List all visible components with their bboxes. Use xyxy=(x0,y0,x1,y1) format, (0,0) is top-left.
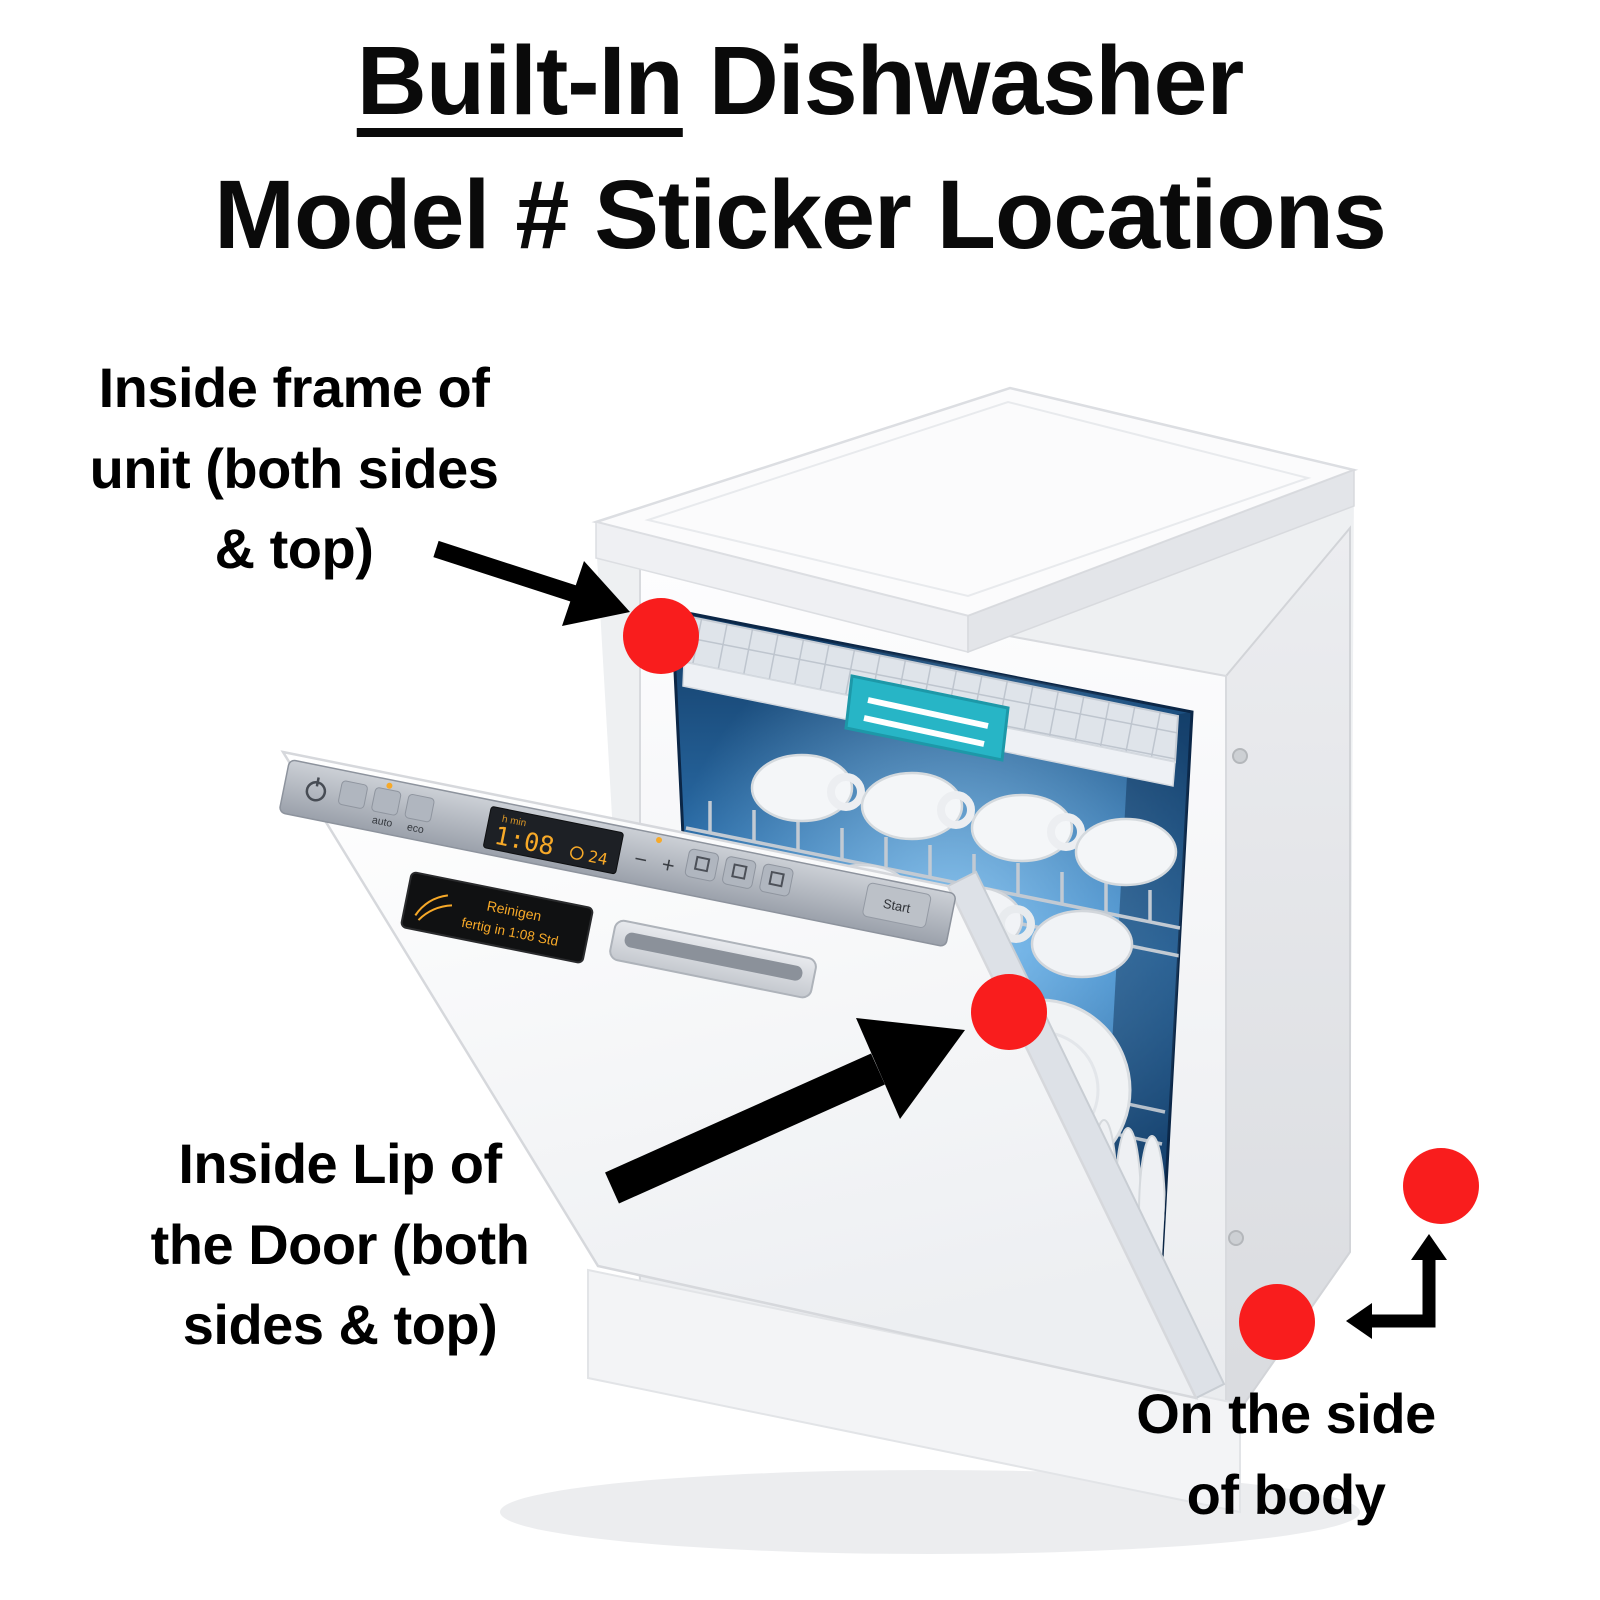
label-inside-door-lip: Inside Lip of the Door (both sides & top… xyxy=(60,1124,620,1366)
sticker-dot-body-side-lower xyxy=(1239,1284,1315,1360)
top-panel xyxy=(591,386,1359,654)
label-line: Inside Lip of xyxy=(178,1132,502,1195)
wash-icon xyxy=(414,894,453,921)
sticker-dot-door-lip xyxy=(971,974,1047,1050)
sticker-dot-inside-frame xyxy=(623,598,699,674)
title-line1-rest: Dishwasher xyxy=(682,26,1245,135)
arrow-to-body-side xyxy=(1346,1234,1447,1339)
label-side-of-body: On the side of body xyxy=(1030,1374,1542,1535)
label-line: unit (both sides xyxy=(89,436,499,500)
page-title: Built-In Dishwasher Model # Sticker Loca… xyxy=(0,14,1600,282)
label-line: Inside frame of xyxy=(98,356,490,419)
door-control-panel: auto eco h min 1:08 24 − + xyxy=(279,759,956,999)
panel-display: h min 1:08 24 xyxy=(483,806,624,875)
sticker-location-dots xyxy=(623,598,1479,1360)
label-inside-frame: Inside frame of unit (both sides & top) xyxy=(18,348,570,590)
indicator-led xyxy=(386,782,393,789)
eco-label: eco xyxy=(406,821,425,836)
program-buttons xyxy=(338,780,435,823)
title-line2: Model # Sticker Locations xyxy=(214,159,1387,269)
door-handle xyxy=(609,919,817,999)
sticker-dot-body-side-upper xyxy=(1403,1148,1479,1224)
label-line: sides & top) xyxy=(182,1293,498,1357)
label-line: of body xyxy=(1186,1462,1386,1526)
dishwasher-door: auto eco h min 1:08 24 − + xyxy=(279,750,1226,1400)
minus-button: − xyxy=(632,846,650,873)
callout-arrows xyxy=(433,540,1447,1339)
label-line: the Door (both xyxy=(150,1212,530,1276)
clock-icon xyxy=(570,846,584,860)
tray-handle-teal xyxy=(844,674,1010,762)
display-delay: 24 xyxy=(587,847,610,869)
plus-button: + xyxy=(660,851,678,878)
hinge-screws xyxy=(1228,748,1248,1246)
arrow-to-frame xyxy=(433,540,630,626)
title-line1: Built-In Dishwasher xyxy=(0,14,1600,148)
upper-cutlery-tray xyxy=(682,614,1180,787)
power-icon xyxy=(305,777,327,802)
arrow-to-door-lip xyxy=(605,1018,965,1204)
display-units: h min xyxy=(501,814,527,830)
start-label: Start xyxy=(882,896,912,916)
label-line: On the side xyxy=(1136,1382,1436,1445)
indicator-led xyxy=(656,837,663,844)
start-button: Start xyxy=(862,882,932,928)
title-built-in: Built-In xyxy=(356,26,684,135)
label-line: & top) xyxy=(214,517,374,581)
auto-label: auto xyxy=(371,814,394,830)
option-buttons xyxy=(684,848,794,897)
